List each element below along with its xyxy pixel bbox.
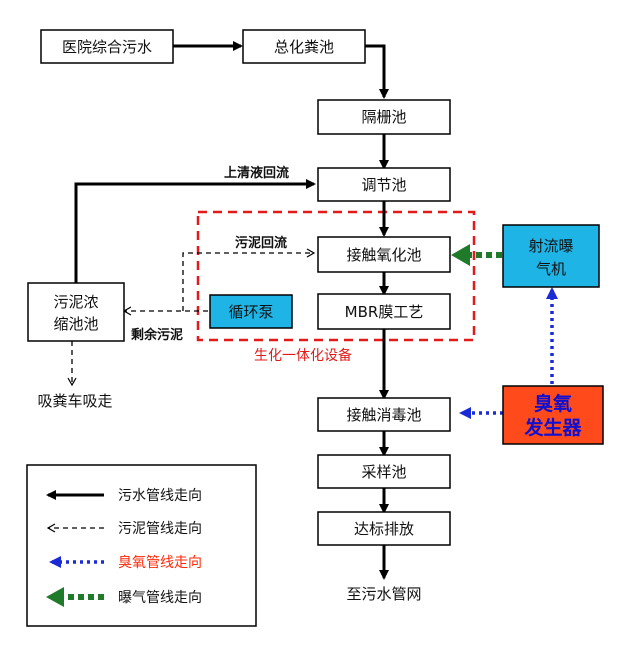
label-suction-truck: 吸粪车吸走	[37, 392, 112, 410]
node-disinfection-label: 接触消毒池	[346, 406, 421, 424]
node-ozone-line2: 发生器	[523, 416, 582, 439]
label-supernatant-return: 上清液回流	[224, 165, 289, 181]
legend-aeration-text: 曝气管线走向	[118, 590, 202, 606]
legend-ozone-text: 臭氧管线走向	[118, 555, 202, 571]
label-sludge-return: 污泥回流	[235, 235, 287, 251]
node-circulation-pump: 循环泵	[209, 294, 293, 329]
label-to-sewer: 至污水管网	[346, 585, 421, 603]
node-jet-aerator-line2: 气机	[536, 260, 566, 278]
legend-sewage-text: 污水管线走向	[118, 488, 202, 504]
node-adjust: 调节池	[317, 167, 451, 202]
node-circulation-pump-label: 循环泵	[228, 303, 273, 321]
legend-aeration-arrowhead	[46, 587, 64, 607]
node-sludge-thickener: 污泥浓 缩池池	[27, 282, 125, 342]
node-mbr: MBR膜工艺	[317, 293, 451, 330]
node-adjust-label: 调节池	[361, 176, 406, 194]
node-grid-label: 隔栅池	[361, 108, 406, 126]
node-hospital-label: 医院综合污水	[62, 38, 152, 56]
node-septic: 总化粪池	[242, 29, 366, 64]
node-hospital: 医院综合污水	[40, 29, 174, 64]
node-sampling-label: 采样池	[361, 463, 406, 481]
node-ozone-line1: 臭氧	[534, 392, 572, 415]
node-ozone-generator: 臭氧 发生器	[502, 385, 604, 445]
integrated-equipment-frame	[196, 210, 476, 342]
node-contact-oxidation-label: 接触氧化池	[346, 246, 421, 264]
node-jet-aerator: 射流曝 气机	[502, 224, 600, 288]
node-sludge-thickener-line1: 污泥浓	[53, 293, 98, 311]
legend-sludge-text: 污泥管线走向	[118, 521, 202, 537]
legend-frame	[26, 464, 257, 627]
node-jet-aerator-line1: 射流曝	[528, 237, 573, 255]
label-excess-sludge: 剩余污泥	[131, 327, 183, 343]
label-integrated-equipment: 生化一体化设备	[254, 347, 352, 364]
flow-supernatant-return	[74, 179, 316, 283]
node-grid: 隔栅池	[317, 99, 451, 135]
node-septic-label: 总化粪池	[274, 38, 334, 56]
node-discharge-label: 达标排放	[354, 520, 414, 538]
node-mbr-label: MBR膜工艺	[345, 303, 424, 321]
node-disinfection: 接触消毒池	[317, 397, 451, 432]
flow-sludge-return	[182, 248, 316, 311]
node-sludge-thickener-line2: 缩池池	[53, 315, 98, 333]
node-sampling: 采样池	[317, 454, 451, 489]
aeration-arrowhead	[451, 244, 470, 266]
legend: 污水管线走向 污泥管线走向 臭氧管线走向 曝气管线走向	[26, 464, 257, 627]
flow-septic-to-grid	[365, 44, 389, 99]
node-discharge: 达标排放	[317, 511, 451, 546]
node-contact-oxidation: 接触氧化池	[317, 236, 451, 273]
